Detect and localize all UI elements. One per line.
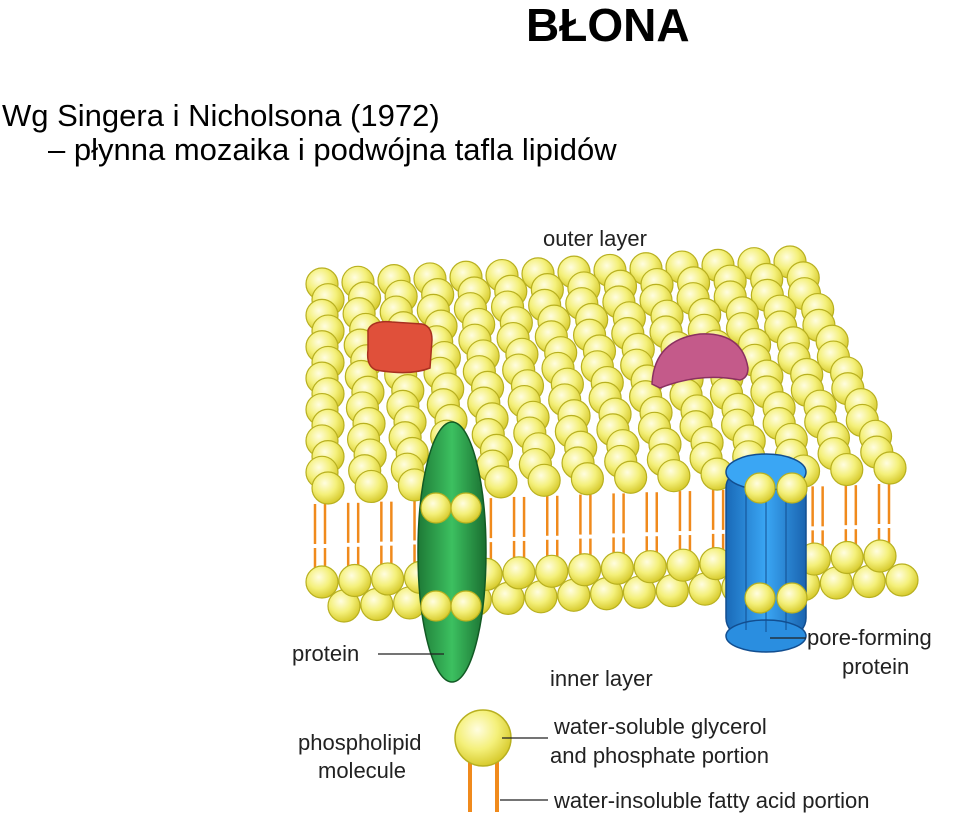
phospholipid-head bbox=[354, 469, 388, 504]
phospholipid-head bbox=[450, 492, 482, 524]
label-phospholipid-1: phospholipid bbox=[298, 730, 422, 755]
phospholipid-head bbox=[744, 582, 776, 614]
phospholipid-head bbox=[567, 553, 602, 587]
inner-layer-heads bbox=[305, 539, 919, 623]
phospholipid-head bbox=[527, 463, 561, 497]
phospholipid-head bbox=[371, 562, 405, 596]
phospholipid-head bbox=[420, 590, 452, 622]
phospholipid-head bbox=[614, 460, 648, 494]
page-title: BŁONA bbox=[526, 0, 690, 51]
subtitle-line-2: – płynna mozaika i podwójna tafla lipidó… bbox=[48, 132, 617, 167]
label-pore-forming-2: protein bbox=[842, 654, 909, 679]
subtitle-line-1: Wg Singera i Nicholsona (1972) bbox=[2, 98, 440, 133]
phospholipid-legend bbox=[454, 709, 512, 812]
phospholipid-head bbox=[776, 582, 808, 614]
phospholipid-head bbox=[885, 563, 919, 597]
pink-protein bbox=[651, 333, 749, 389]
phospholipid-head bbox=[535, 554, 569, 588]
phospholipid-head bbox=[830, 452, 864, 487]
phospholipid-head bbox=[666, 548, 700, 582]
label-glycerol-1: water-soluble glycerol bbox=[553, 714, 767, 739]
label-phospholipid-2: molecule bbox=[318, 758, 406, 783]
phospholipid-head bbox=[744, 472, 776, 504]
label-fatty-acid: water-insoluble fatty acid portion bbox=[553, 788, 870, 813]
phospholipid-head bbox=[633, 550, 667, 584]
phospholipid-head bbox=[311, 471, 345, 505]
phospholipid-head bbox=[600, 551, 635, 585]
label-outer-layer: outer layer bbox=[543, 226, 647, 251]
phospholipid-head bbox=[420, 492, 452, 524]
phospholipid-head bbox=[570, 462, 604, 496]
phospholipid-head bbox=[484, 465, 518, 499]
label-protein: protein bbox=[292, 641, 359, 666]
label-glycerol-2: and phosphate portion bbox=[550, 743, 769, 768]
red-protein bbox=[366, 320, 433, 374]
label-inner-layer: inner layer bbox=[550, 666, 653, 691]
phospholipid-head bbox=[830, 540, 864, 575]
green-integral-protein bbox=[417, 421, 487, 683]
phospholipid-head bbox=[502, 556, 536, 590]
phospholipid-head bbox=[450, 590, 482, 622]
phospholipid-head bbox=[657, 459, 691, 493]
front-row-heads bbox=[420, 472, 808, 622]
phospholipid-head bbox=[776, 472, 808, 504]
phospholipid-head bbox=[338, 563, 372, 598]
phospholipid-head bbox=[863, 539, 897, 573]
outer-layer-heads bbox=[305, 245, 907, 505]
phospholipid-head bbox=[305, 565, 339, 599]
phospholipid-head bbox=[873, 451, 907, 485]
label-pore-forming-1: pore-forming bbox=[807, 625, 932, 650]
